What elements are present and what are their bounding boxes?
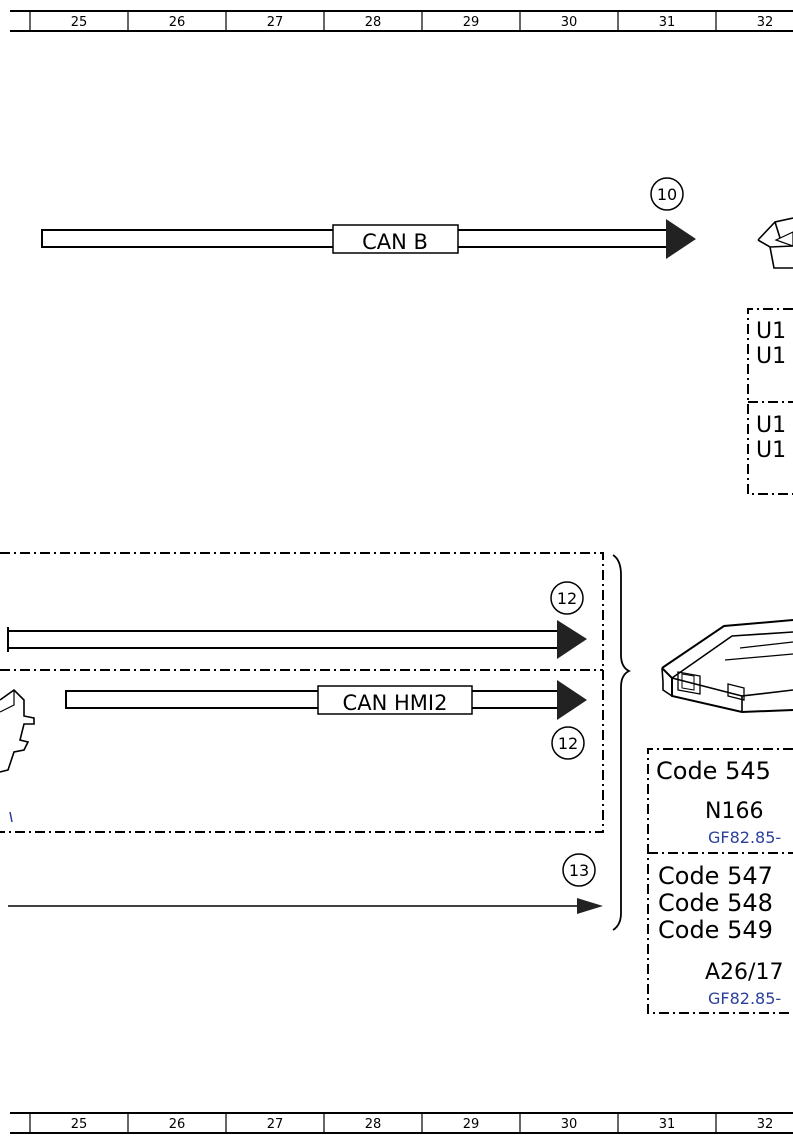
bottom-ruler: 25 26 27 28 29 30 31 32 [10, 1112, 793, 1134]
can-hmi2-bus: CAN HMI2 12 [65, 680, 587, 760]
top-ruler-cell: 31 [659, 15, 676, 30]
can-hmi2-ref-circle: 12 [558, 734, 578, 753]
top-ruler-cell: 28 [365, 15, 382, 30]
can-hmi2-label: CAN HMI2 [343, 691, 448, 715]
left-connector-icon [0, 688, 35, 823]
top-ruler: 25 26 27 28 29 30 31 32 [10, 10, 793, 32]
bottom-ruler-cell: 25 [71, 1117, 88, 1132]
bottom-ruler-cell: 27 [267, 1117, 284, 1132]
top-ruler-cell: 29 [463, 15, 480, 30]
control-unit-icon [661, 619, 793, 714]
reference-link[interactable]: GF82.85- [708, 989, 781, 1008]
code-547-label: Code 547 [658, 862, 773, 890]
upper-box-line: U1 [756, 413, 786, 438]
upper-bus: 12 [7, 581, 587, 659]
connector-icon [757, 217, 793, 269]
upper-right-box: U1 U1 U1 U1 [747, 308, 793, 495]
bus-group-frame [0, 552, 604, 833]
top-ruler-cell: 32 [757, 15, 774, 30]
lower-signal-line: 13 [8, 853, 603, 914]
component-n166-label: N166 [705, 799, 763, 824]
code-545-label: Code 545 [656, 757, 771, 785]
bottom-ruler-cell: 26 [169, 1117, 186, 1132]
upper-box-line: U1 [756, 438, 786, 463]
lower-signal-ref-circle: 13 [569, 861, 589, 880]
upper-box-line: U1 [756, 344, 786, 369]
bottom-ruler-cell: 28 [365, 1117, 382, 1132]
top-ruler-cell: 26 [169, 15, 186, 30]
top-ruler-cell: 30 [561, 15, 578, 30]
can-b-ref-circle: 10 [657, 185, 677, 204]
upper-box-line: U1 [756, 319, 786, 344]
lower-right-box: Code 545 N166 GF82.85- Code 547 Code 548… [647, 748, 793, 1014]
reference-link[interactable]: GF82.85- [708, 828, 781, 847]
bottom-ruler-cell: 31 [659, 1117, 676, 1132]
bottom-ruler-cell: 30 [561, 1117, 578, 1132]
bottom-ruler-cell: 32 [757, 1117, 774, 1132]
code-549-label: Code 549 [658, 916, 773, 944]
group-brace [612, 554, 632, 931]
component-a26-17-label: A26/17 [705, 960, 783, 985]
can-b-label: CAN B [362, 230, 428, 254]
upper-bus-ref-circle: 12 [557, 589, 577, 608]
bottom-ruler-cell: 29 [463, 1117, 480, 1132]
can-b-bus: CAN B 10 [41, 177, 696, 259]
code-548-label: Code 548 [658, 889, 773, 917]
top-ruler-cell: 27 [267, 15, 284, 30]
top-ruler-cell: 25 [71, 15, 88, 30]
